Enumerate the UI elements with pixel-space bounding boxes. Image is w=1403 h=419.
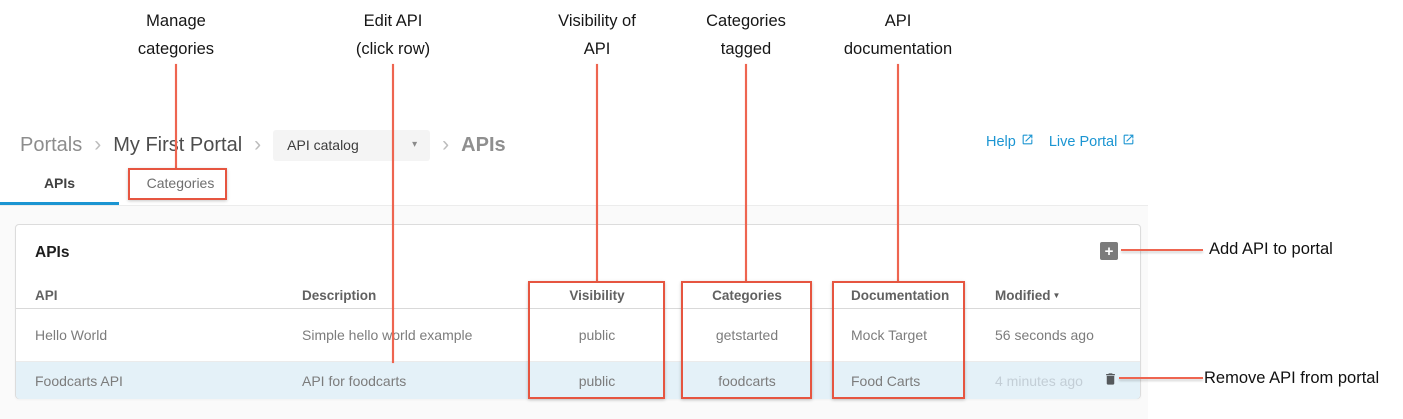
annotation-line-visibility (596, 64, 598, 281)
annotation-line: Categories (706, 12, 786, 30)
cell-api: Hello World (35, 327, 108, 343)
remove-api-button[interactable] (1101, 371, 1119, 391)
annotation-manage-categories: Manage categories (138, 7, 214, 63)
cell-documentation: Mock Target (851, 327, 927, 343)
annotation-api-documentation: API documentation (844, 7, 952, 63)
api-catalog-dropdown-value: API catalog (287, 137, 359, 153)
chevron-right-icon: › (94, 133, 102, 156)
breadcrumb-my-first-portal[interactable]: My First Portal (113, 133, 243, 156)
annotation-line: categories (137, 40, 215, 58)
cell-categories: foodcarts (718, 372, 776, 389)
apis-panel: APIs + API Description Visibility Catego… (15, 224, 1141, 399)
cell-categories: getstarted (715, 327, 779, 343)
external-link-icon (1122, 133, 1135, 150)
column-header-visibility[interactable]: Visibility (569, 287, 625, 303)
header-links: Help Live Portal (986, 133, 1135, 150)
annotation-remove-api-label: Remove API from portal (1204, 369, 1380, 387)
column-header-description[interactable]: Description (302, 287, 377, 303)
column-header-modified-label: Modified (995, 287, 1051, 303)
tab-categories[interactable]: Categories (146, 175, 215, 191)
add-api-button[interactable]: + (1100, 242, 1118, 260)
cell-description: API for foodcarts (302, 372, 407, 389)
annotation-line-categories (745, 64, 747, 281)
annotation-line: Manage (146, 12, 206, 30)
help-link[interactable]: Help (986, 133, 1034, 150)
help-link-label: Help (986, 133, 1016, 150)
sort-descending-icon: ▼ (1052, 290, 1061, 300)
panel-title: APIs (35, 244, 70, 261)
panel-titlebar: APIs + (16, 225, 1140, 282)
annotation-line: Edit API (363, 12, 423, 30)
cell-visibility: public (578, 327, 616, 343)
column-header-documentation[interactable]: Documentation (851, 287, 950, 303)
breadcrumb: Portals › My First Portal › API catalog … (20, 129, 506, 161)
annotation-line: API (884, 12, 912, 30)
chevron-right-icon: › (254, 133, 262, 156)
api-catalog-dropdown[interactable]: API catalog ▾ (273, 129, 431, 161)
annotation-line-manage-categories (175, 64, 177, 168)
cell-description: Simple hello world example (302, 327, 473, 343)
cell-modified: 4 minutes ago (995, 372, 1083, 389)
table-row-foodcarts[interactable]: Foodcarts API API for foodcarts public f… (16, 362, 1140, 399)
cell-modified: 56 seconds ago (995, 327, 1094, 343)
annotation-line: API (583, 40, 611, 58)
cell-api: Foodcarts API (35, 372, 123, 389)
live-portal-link-label: Live Portal (1048, 133, 1118, 150)
chevron-down-icon: ▾ (412, 139, 418, 150)
annotation-line: tagged (720, 40, 772, 58)
breadcrumb-current-apis: APIs (461, 133, 506, 156)
annotation-edit-api: Edit API (click row) (356, 7, 430, 63)
tab-bar: APIs Categories (0, 172, 1148, 205)
chevron-right-icon: › (442, 133, 450, 156)
annotation-line-edit-api (392, 64, 394, 363)
annotation-add-api-label: Add API to portal (1209, 240, 1333, 258)
column-header-modified[interactable]: Modified▼ (980, 288, 1140, 303)
cell-visibility: public (578, 372, 616, 389)
annotation-line: documentation (843, 40, 953, 58)
annotation-line-documentation (897, 64, 899, 281)
annotation-connector-remove-api (1119, 377, 1203, 379)
table-header-row: API Description Visibility Categories Do… (16, 282, 1140, 309)
cell-documentation: Food Carts (851, 372, 921, 389)
annotation-line: Visibility of (558, 12, 636, 30)
annotation-line: (click row) (355, 40, 431, 58)
trash-icon (1103, 370, 1118, 391)
column-header-categories[interactable]: Categories (712, 287, 782, 303)
annotation-categories-tagged: Categories tagged (706, 7, 786, 63)
annotation-connector-add-api (1121, 249, 1203, 251)
active-tab-underline (0, 202, 119, 205)
external-link-icon (1021, 133, 1034, 150)
column-header-api[interactable]: API (35, 287, 58, 303)
annotation-visibility: Visibility of API (558, 7, 636, 63)
table-row-hello-world[interactable]: Hello World Simple hello world example p… (16, 309, 1140, 362)
tab-apis[interactable]: APIs (43, 175, 76, 191)
live-portal-link[interactable]: Live Portal (1049, 133, 1136, 150)
breadcrumb-portals[interactable]: Portals (20, 133, 83, 156)
